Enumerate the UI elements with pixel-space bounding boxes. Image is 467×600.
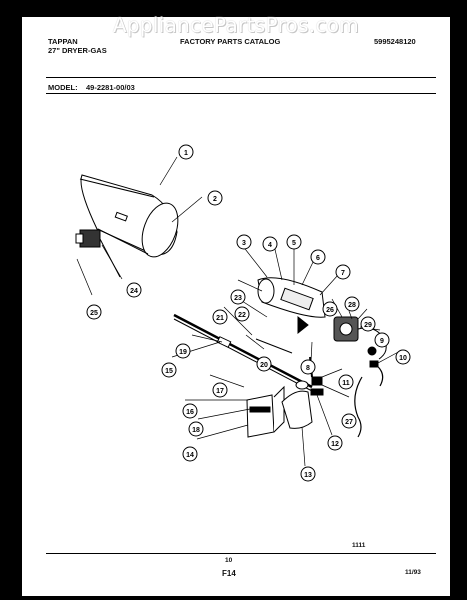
burner-assembly xyxy=(257,277,326,335)
callout-14: 14 xyxy=(186,452,194,459)
header-rule-top xyxy=(46,77,436,78)
callout-16: 16 xyxy=(186,409,194,416)
gas-valve xyxy=(333,316,387,360)
callout-2: 2 xyxy=(213,196,217,203)
model-label: MODEL: xyxy=(48,83,78,92)
callout-5: 5 xyxy=(292,240,296,247)
callout-12: 12 xyxy=(331,441,339,448)
callout-18: 18 xyxy=(192,427,200,434)
callout-15: 15 xyxy=(165,368,173,375)
wire-harness xyxy=(354,360,384,438)
catalog-title: FACTORY PARTS CATALOG xyxy=(180,37,281,46)
switch-part xyxy=(75,229,121,278)
catalog-number: 5995248120 xyxy=(374,37,416,46)
callout-1: 1 xyxy=(184,150,188,157)
callout-29: 29 xyxy=(364,322,372,329)
callout-8: 8 xyxy=(306,365,310,372)
callout-3: 3 xyxy=(242,240,246,247)
callout-circles xyxy=(86,144,411,482)
brand-label: TAPPAN xyxy=(48,37,78,46)
watermark: AppliancePartsPros.com xyxy=(112,13,360,37)
mounting-bracket xyxy=(246,385,313,438)
callout-9: 9 xyxy=(380,338,384,345)
figure-code: 1111 xyxy=(352,542,366,549)
callout-22: 22 xyxy=(238,312,246,319)
callout-10: 10 xyxy=(399,355,407,362)
dryer-drum xyxy=(79,174,179,258)
figure-ref: F14 xyxy=(222,569,236,578)
callout-26: 26 xyxy=(326,307,334,314)
callout-numbers: 1 2 3 4 5 6 7 8 9 10 11 12 13 14 15 16 1… xyxy=(90,150,407,479)
header-rule-bottom xyxy=(46,93,436,94)
callout-4: 4 xyxy=(268,242,272,249)
callout-24: 24 xyxy=(130,288,138,295)
footer-date: 11/93 xyxy=(405,569,421,576)
callout-17: 17 xyxy=(216,388,224,395)
callout-7: 7 xyxy=(341,270,345,277)
model-value: 49-2281-00/03 xyxy=(86,83,135,92)
page-number: 10 xyxy=(225,557,233,564)
callout-11: 11 xyxy=(342,380,350,387)
callout-25: 25 xyxy=(90,310,98,317)
callout-20: 20 xyxy=(260,362,268,369)
callout-6: 6 xyxy=(316,255,320,262)
parts-catalog-page: AppliancePartsPros.com TAPPAN 27" DRYER-… xyxy=(22,13,450,596)
callout-27: 27 xyxy=(345,419,353,426)
callout-23: 23 xyxy=(234,295,242,302)
product-label: 27" DRYER-GAS xyxy=(48,46,107,55)
exploded-parts-diagram: 1 2 3 4 5 6 7 8 9 10 11 12 13 14 15 16 1… xyxy=(75,144,411,482)
callout-13: 13 xyxy=(304,472,312,479)
callout-19: 19 xyxy=(179,349,187,356)
callout-28: 28 xyxy=(348,302,356,309)
callout-21: 21 xyxy=(216,315,224,322)
footer-rule xyxy=(46,553,436,554)
manifold-pipe xyxy=(173,313,313,392)
